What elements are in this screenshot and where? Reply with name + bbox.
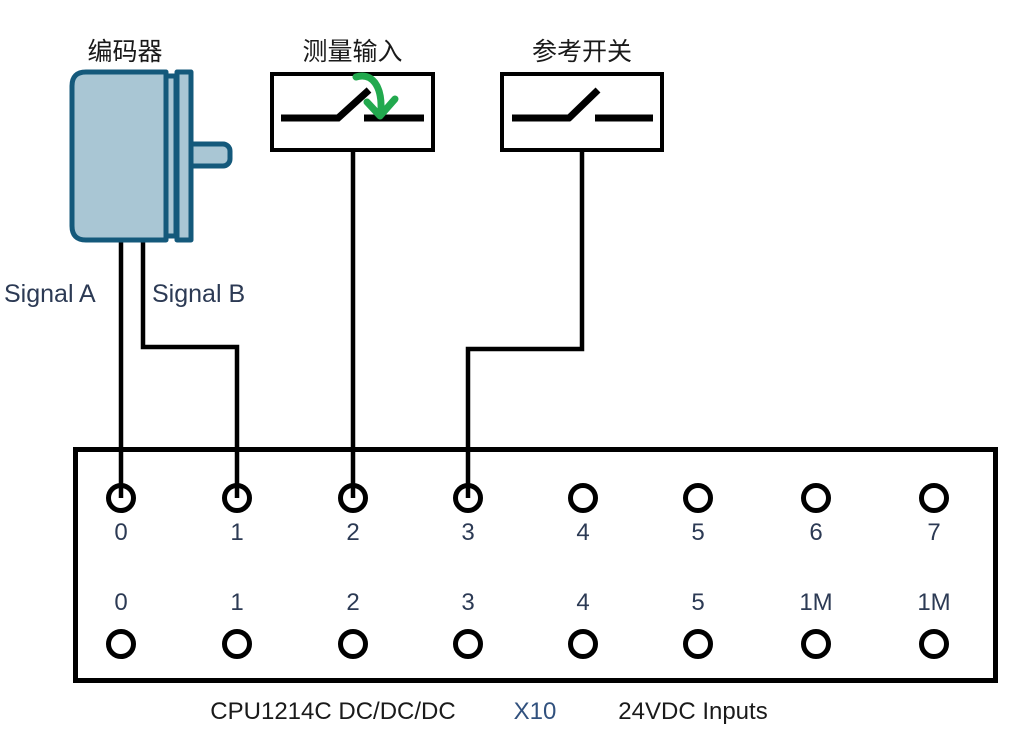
reference-switch-label: 参考开关 bbox=[531, 38, 632, 66]
terminal-label-bottom-5: 5 bbox=[691, 589, 705, 616]
signal-b-wire bbox=[140, 235, 240, 498]
terminal-label-top-7: 7 bbox=[927, 519, 941, 546]
actuation-arrow-icon bbox=[352, 72, 385, 114]
terminal-circle-top-4 bbox=[568, 483, 598, 513]
terminal-label-top-3: 3 bbox=[461, 519, 475, 546]
terminal-circle-bottom-5 bbox=[683, 629, 713, 659]
terminal-circle-bottom-1 bbox=[222, 629, 252, 659]
measurement-input-box bbox=[270, 72, 435, 152]
actuation-arrow-head-icon bbox=[363, 95, 399, 120]
terminal-label-top-0: 0 bbox=[114, 519, 128, 546]
terminal-circle-top-6 bbox=[801, 483, 831, 513]
terminal-label-bottom-0: 0 bbox=[114, 589, 128, 616]
terminal-circle-bottom-2 bbox=[338, 629, 368, 659]
reference-switch-wire bbox=[465, 152, 585, 498]
terminal-label-top-4: 4 bbox=[576, 519, 590, 546]
inputs-caption: 24VDC Inputs bbox=[618, 698, 768, 725]
terminal-label-bottom-7: 1M bbox=[917, 589, 951, 616]
terminal-label-top-1: 1 bbox=[230, 519, 244, 546]
terminal-label-bottom-2: 2 bbox=[346, 589, 360, 616]
connector-caption: X10 bbox=[513, 698, 557, 725]
reference-switch-box bbox=[500, 72, 664, 152]
measurement-input-label: 测量输入 bbox=[302, 38, 403, 66]
encoder-flange-2 bbox=[174, 69, 194, 243]
terminal-circle-bottom-0 bbox=[106, 629, 136, 659]
terminal-circle-top-2 bbox=[338, 483, 368, 513]
terminal-label-bottom-3: 3 bbox=[461, 589, 475, 616]
terminal-circle-top-1 bbox=[222, 483, 252, 513]
terminal-circle-top-7 bbox=[919, 483, 949, 513]
signal-a-label: Signal A bbox=[4, 280, 96, 308]
reference-switch-lever bbox=[565, 87, 601, 122]
terminal-label-top-5: 5 bbox=[691, 519, 705, 546]
terminal-block bbox=[73, 447, 998, 683]
terminal-circle-top-5 bbox=[683, 483, 713, 513]
terminal-label-bottom-1: 1 bbox=[230, 589, 244, 616]
terminal-label-top-6: 6 bbox=[809, 519, 823, 546]
terminal-circle-bottom-4 bbox=[568, 629, 598, 659]
terminal-label-bottom-4: 4 bbox=[576, 589, 590, 616]
encoder-label: 编码器 bbox=[87, 38, 163, 66]
measurement-switch-lever bbox=[334, 87, 372, 122]
terminal-circle-top-0 bbox=[106, 483, 136, 513]
cpu-model-caption: CPU1214C DC/DC/DC bbox=[210, 698, 456, 725]
terminal-label-bottom-6: 1M bbox=[799, 589, 833, 616]
terminal-circle-bottom-3 bbox=[453, 629, 483, 659]
terminal-circle-bottom-7 bbox=[919, 629, 949, 659]
terminal-circle-bottom-6 bbox=[801, 629, 831, 659]
terminal-label-top-2: 2 bbox=[346, 519, 360, 546]
terminal-circle-top-3 bbox=[453, 483, 483, 513]
encoder-body bbox=[69, 69, 169, 243]
signal-b-label: Signal B bbox=[152, 280, 246, 308]
